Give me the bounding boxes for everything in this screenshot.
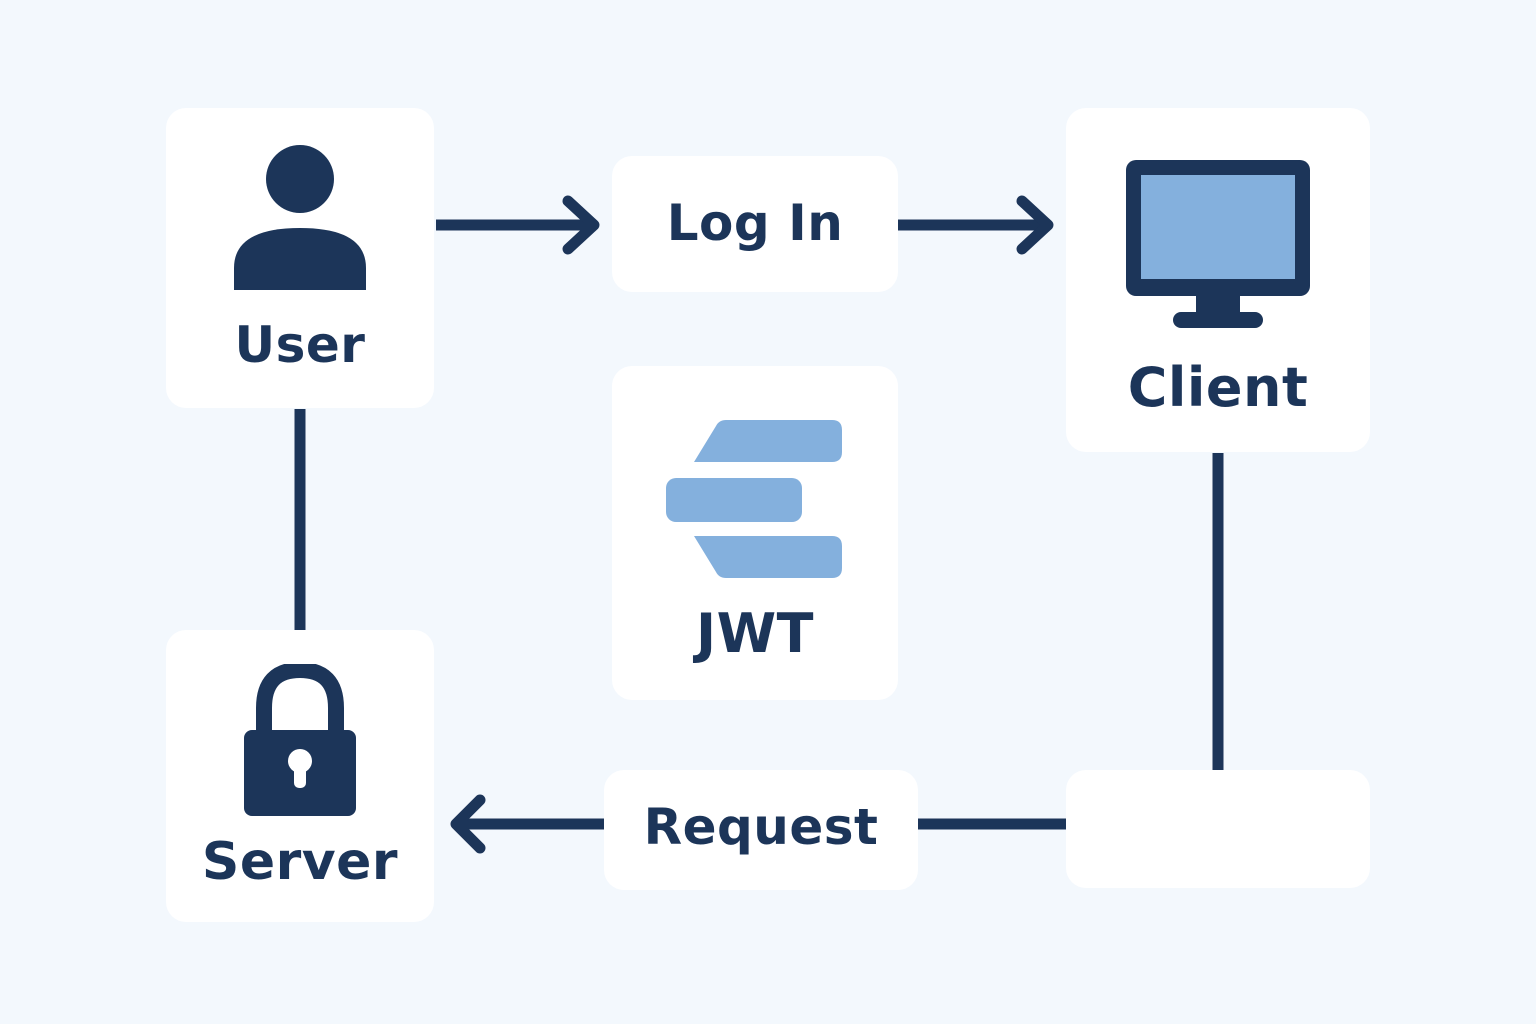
blank-node [1066,770,1370,888]
lock-icon [244,664,356,816]
arrowhead-client [1016,195,1054,255]
arrowhead-server [450,794,486,854]
user-label: User [234,316,366,374]
user-icon [234,145,366,290]
login-label: Log In [666,194,844,252]
jwt-label: JWT [696,602,814,665]
server-label: Server [201,832,399,892]
client-node: Client [1066,108,1370,452]
request-label: Request [643,798,879,856]
server-node: Server [166,630,434,922]
jwt-icon [666,420,842,578]
request-node: Request [604,770,918,890]
user-node: User [166,108,434,408]
login-node: Log In [612,156,898,292]
client-label: Client [1127,356,1309,419]
arrowhead-login [562,195,600,255]
jwt-node: JWT [612,366,898,700]
monitor-icon [1126,160,1310,328]
